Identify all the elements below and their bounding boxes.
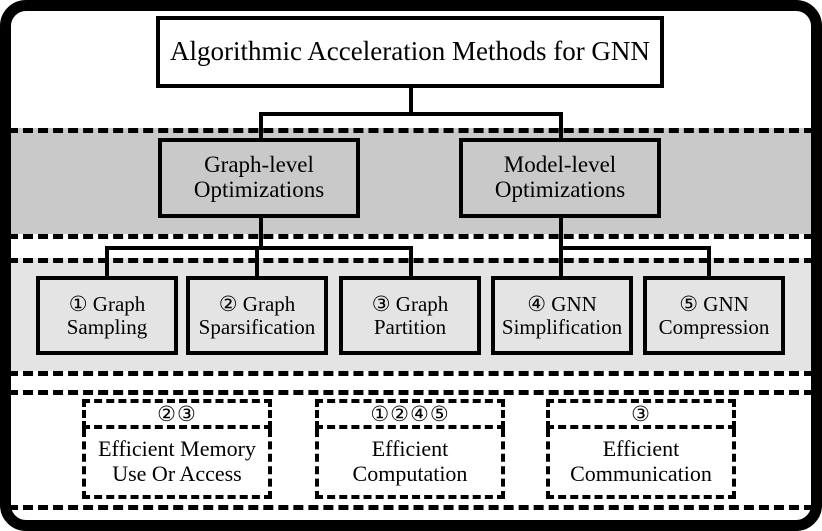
node-model-level-line2: Optimizations [494, 177, 626, 202]
goal-computation-line1: Efficient [371, 436, 449, 462]
goal-communication-markers: ③ [546, 399, 736, 429]
node-gnn-simplification-line1: GNN [551, 291, 597, 316]
marker-gnn-compression: ⑤ [679, 291, 699, 316]
node-graph-level-line1: Graph-level [204, 152, 314, 178]
node-gnn-compression-line2: Compression [658, 314, 770, 339]
node-gnn-compression[interactable]: ⑤ GNN Compression [643, 276, 785, 355]
goal-efficient-memory-use-or-access[interactable]: ②③ Efficient Memory Use Or Access [82, 399, 272, 499]
root-node-algorithmic-acceleration-methods[interactable]: Algorithmic Acceleration Methods for GNN [156, 16, 664, 88]
separator-rule-3 [8, 258, 814, 263]
connector-root-to-graph-level [259, 112, 263, 138]
connector-root-bus [259, 112, 563, 116]
node-graph-sampling[interactable]: ① Graph Sampling [36, 276, 178, 355]
connector-root-stem [409, 88, 413, 116]
node-graph-sampling-line1: Graph [92, 291, 146, 316]
separator-rule-5 [8, 390, 814, 395]
node-gnn-simplification-line2: Simplification [501, 314, 623, 339]
connector-graph-level-bus [105, 246, 413, 250]
goal-communication-line1: Efficient [602, 436, 680, 462]
root-node-label: Algorithmic Acceleration Methods for GNN [170, 36, 650, 67]
node-graph-sampling-line2: Sampling [66, 314, 148, 339]
marker-graph-partition: ③ [371, 291, 391, 316]
marker-graph-sparsification: ② [218, 291, 238, 316]
node-graph-level-optimizations[interactable]: Graph-level Optimizations [158, 138, 360, 218]
connector-root-to-model-level [559, 112, 563, 138]
separator-rule-6 [8, 505, 814, 510]
goal-communication-line2: Communication [570, 461, 712, 486]
node-gnn-compression-line1: GNN [703, 291, 749, 316]
goal-efficient-communication[interactable]: ③ Efficient Communication [546, 399, 736, 499]
marker-graph-sampling: ① [68, 291, 88, 316]
goal-efficient-computation[interactable]: ①②④⑤ Efficient Computation [315, 399, 505, 499]
goal-computation-line2: Computation [352, 461, 468, 486]
node-model-level-optimizations[interactable]: Model-level Optimizations [459, 138, 661, 218]
goal-memory-line2: Use Or Access [112, 461, 242, 486]
marker-gnn-simplification: ④ [527, 291, 547, 316]
separator-rule-2 [8, 234, 814, 239]
band-graph-model-level [0, 128, 822, 234]
connector-model-level-bus [559, 246, 711, 250]
node-graph-partition-line2: Partition [373, 314, 447, 339]
separator-rule-1 [8, 128, 814, 133]
connector-model-level-stem [559, 218, 563, 248]
node-graph-sparsification[interactable]: ② Graph Sparsification [186, 276, 328, 355]
goal-memory-line1: Efficient Memory [98, 436, 256, 462]
node-graph-partition-line1: Graph [395, 291, 449, 316]
node-gnn-simplification[interactable]: ④ GNN Simplification [491, 276, 633, 355]
goal-computation-markers: ①②④⑤ [315, 399, 505, 429]
separator-rule-4 [8, 371, 814, 376]
goal-memory-markers: ②③ [82, 399, 272, 429]
node-model-level-line1: Model-level [503, 152, 617, 178]
node-graph-sparsification-line1: Graph [242, 291, 296, 316]
node-graph-sparsification-line2: Sparsification [198, 314, 316, 339]
node-graph-level-line2: Optimizations [193, 177, 325, 202]
connector-graph-level-stem [259, 218, 263, 248]
node-graph-partition[interactable]: ③ Graph Partition [339, 276, 481, 355]
